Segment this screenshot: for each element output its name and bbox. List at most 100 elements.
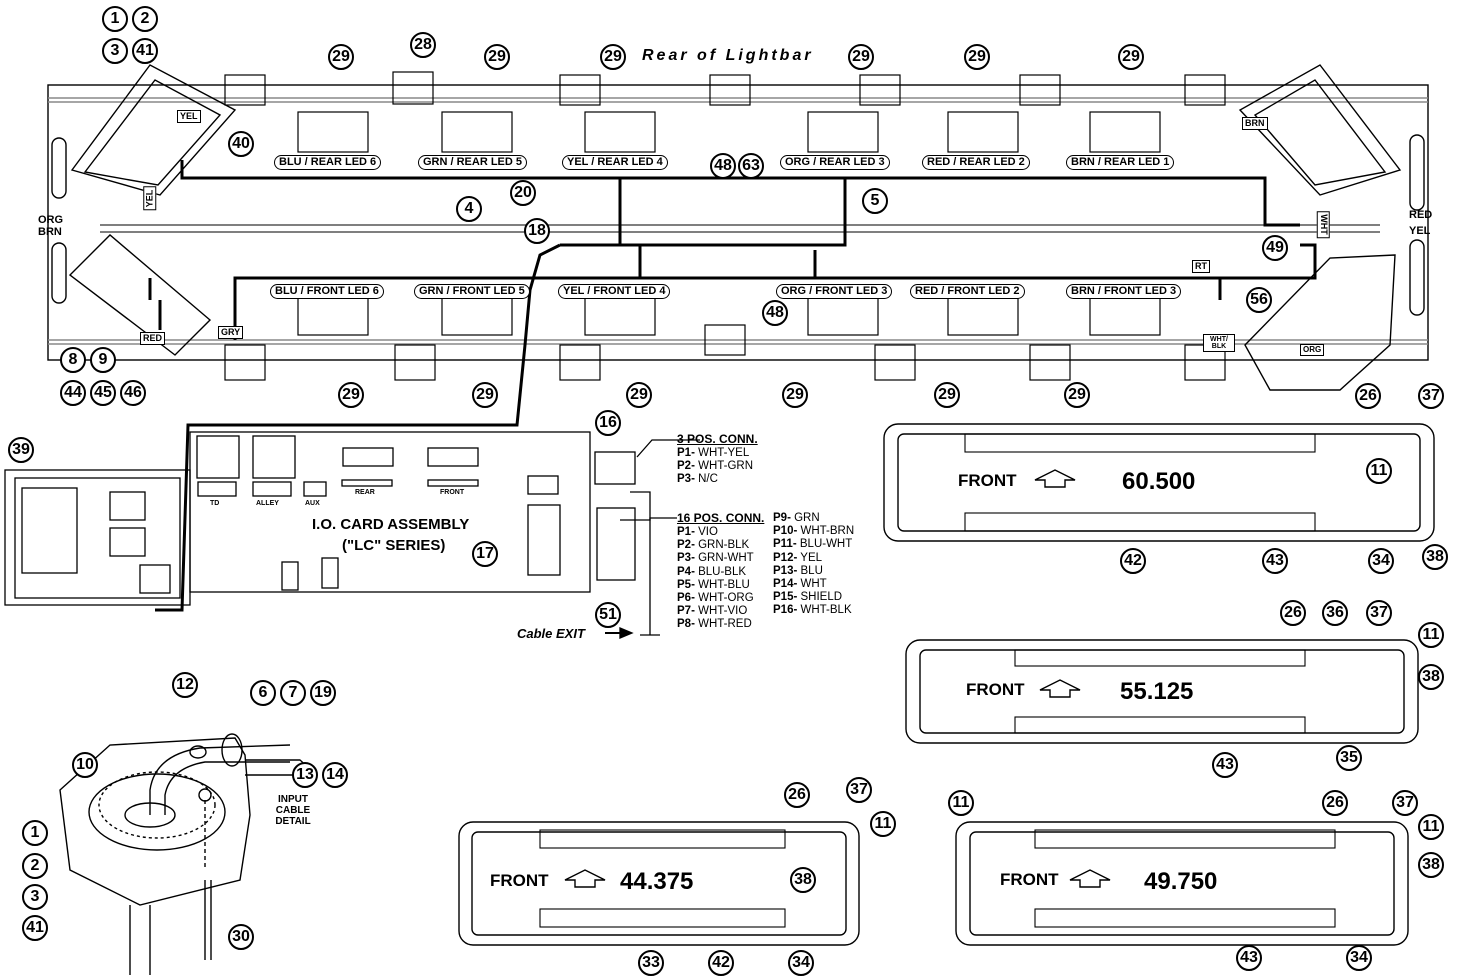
- conn16-row: P3- GRN-WHT: [677, 552, 754, 565]
- conn3-row: P1- WHT-YEL: [677, 447, 750, 459]
- callout-16: 16: [595, 410, 621, 436]
- conn16-row: P1- VIO: [677, 526, 718, 538]
- rear-label: REAR: [355, 489, 375, 496]
- callout-39: 39: [8, 437, 34, 463]
- bar3-front-label: FRONT: [490, 871, 549, 890]
- callout-44: 44: [60, 380, 86, 406]
- callout-30: 30: [228, 924, 254, 950]
- conn3-row: P3- N/C: [677, 473, 718, 485]
- rear-led-6: BLU / REAR LED 6: [274, 155, 382, 170]
- callout-29: 29: [338, 382, 364, 408]
- conn16-row: P11- BLU-WHT: [773, 538, 853, 551]
- callout-29: 29: [1064, 382, 1090, 408]
- tag-brn-top: BRN: [1242, 117, 1268, 130]
- callout-29: 29: [484, 44, 510, 70]
- conn16-row: P4- BLU-BLK: [677, 565, 747, 578]
- callout-13: 13: [292, 762, 318, 788]
- bar2-dimension: 55.125: [1120, 678, 1194, 705]
- conn16-row: P12- YEL: [773, 551, 823, 564]
- lightbar-frame: [47, 84, 1429, 361]
- front-led-6: BLU / FRONT LED 6: [270, 284, 384, 299]
- callout-37: 37: [846, 777, 872, 803]
- callout-11: 11: [1418, 814, 1444, 840]
- conn16-row: P14- WHT: [773, 578, 827, 591]
- rear-led-2: RED / REAR LED 2: [922, 155, 1030, 170]
- callout-45: 45: [90, 380, 116, 406]
- callout-4: 4: [456, 196, 482, 222]
- callout-38: 38: [790, 867, 816, 893]
- conn3-row: P2- WHT-GRN: [677, 460, 754, 472]
- callout-14: 14: [322, 762, 348, 788]
- callout-49: 49: [1262, 235, 1288, 261]
- callout-17: 17: [472, 541, 498, 567]
- callout-6: 6: [250, 680, 276, 706]
- callout-37: 37: [1366, 600, 1392, 626]
- side-label-red: RED: [1409, 209, 1433, 221]
- tag-wht: WHT: [1316, 211, 1330, 238]
- callout-1: 1: [22, 820, 48, 846]
- callout-34: 34: [788, 950, 814, 976]
- conn16-row: P8- WHT-RED: [677, 618, 752, 631]
- callout-19: 19: [310, 680, 336, 706]
- callout-29: 29: [472, 382, 498, 408]
- tag-yel-top: YEL: [177, 110, 201, 123]
- conn3-header: 3 POS. CONN.: [677, 432, 758, 446]
- rear-led-5: GRN / REAR LED 5: [418, 155, 528, 170]
- tag-wht-blk: WHT/ BLK: [1203, 334, 1235, 352]
- callout-29: 29: [1118, 44, 1144, 70]
- input-cable-detail-label: INPUT CABLE DETAIL: [275, 794, 311, 827]
- tag-org: ORG: [1300, 344, 1325, 356]
- callout-26: 26: [784, 782, 810, 808]
- callout-43: 43: [1262, 548, 1288, 574]
- conn16-row: P10- WHT-BRN: [773, 525, 855, 538]
- callout-28: 28: [410, 32, 436, 58]
- callout-37: 37: [1418, 383, 1444, 409]
- callout-8: 8: [60, 347, 86, 373]
- front-led-5: GRN / FRONT LED 5: [414, 284, 530, 299]
- io-card-subtitle: ("LC" SERIES): [342, 537, 446, 554]
- callout-29: 29: [626, 382, 652, 408]
- callout-26: 26: [1280, 600, 1306, 626]
- conn16-row: P15- SHIELD: [773, 591, 843, 604]
- callout-2: 2: [132, 6, 158, 32]
- callout-48: 48: [762, 300, 788, 326]
- front-led-3: ORG / FRONT LED 3: [776, 284, 893, 299]
- callout-9: 9: [90, 347, 116, 373]
- callout-63: 63: [738, 153, 764, 179]
- callout-11: 11: [1366, 458, 1392, 484]
- bar4-dimension: 49.750: [1144, 868, 1218, 895]
- callout-7: 7: [280, 680, 306, 706]
- bar1-dimension: 60.500: [1122, 468, 1196, 495]
- callout-26: 26: [1322, 790, 1348, 816]
- tag-gry: GRY: [218, 326, 244, 339]
- callout-29: 29: [964, 44, 990, 70]
- callout-2: 2: [22, 853, 48, 879]
- callout-41: 41: [132, 38, 158, 64]
- rear-led-1: BRN / REAR LED 1: [1066, 155, 1175, 170]
- callout-36: 36: [1322, 600, 1348, 626]
- callout-40: 40: [228, 131, 254, 157]
- aux-label: AUX: [305, 500, 320, 507]
- callout-29: 29: [782, 382, 808, 408]
- callout-20: 20: [510, 180, 536, 206]
- rear-led-3: ORG / REAR LED 3: [780, 155, 890, 170]
- callout-11: 11: [1418, 622, 1444, 648]
- callout-56: 56: [1246, 287, 1272, 313]
- conn16-row: P5- WHT-BLU: [677, 578, 750, 591]
- conn16-row: P13- BLU: [773, 564, 823, 577]
- callout-43: 43: [1212, 752, 1238, 778]
- tag-rt: RT: [1192, 260, 1210, 273]
- callout-42: 42: [1120, 548, 1146, 574]
- callout-46: 46: [120, 380, 146, 406]
- conn16-row: P16- WHT-BLK: [773, 604, 852, 617]
- front-label: FRONT: [440, 489, 465, 496]
- conn16-header: 16 POS. CONN.: [677, 511, 765, 525]
- callout-12: 12: [172, 672, 198, 698]
- callout-41: 41: [22, 915, 48, 941]
- callout-37: 37: [1392, 790, 1418, 816]
- callout-43: 43: [1236, 945, 1262, 971]
- cable-exit-label: Cable EXIT: [517, 626, 585, 641]
- conn16-row: P2- GRN-BLK: [677, 539, 750, 552]
